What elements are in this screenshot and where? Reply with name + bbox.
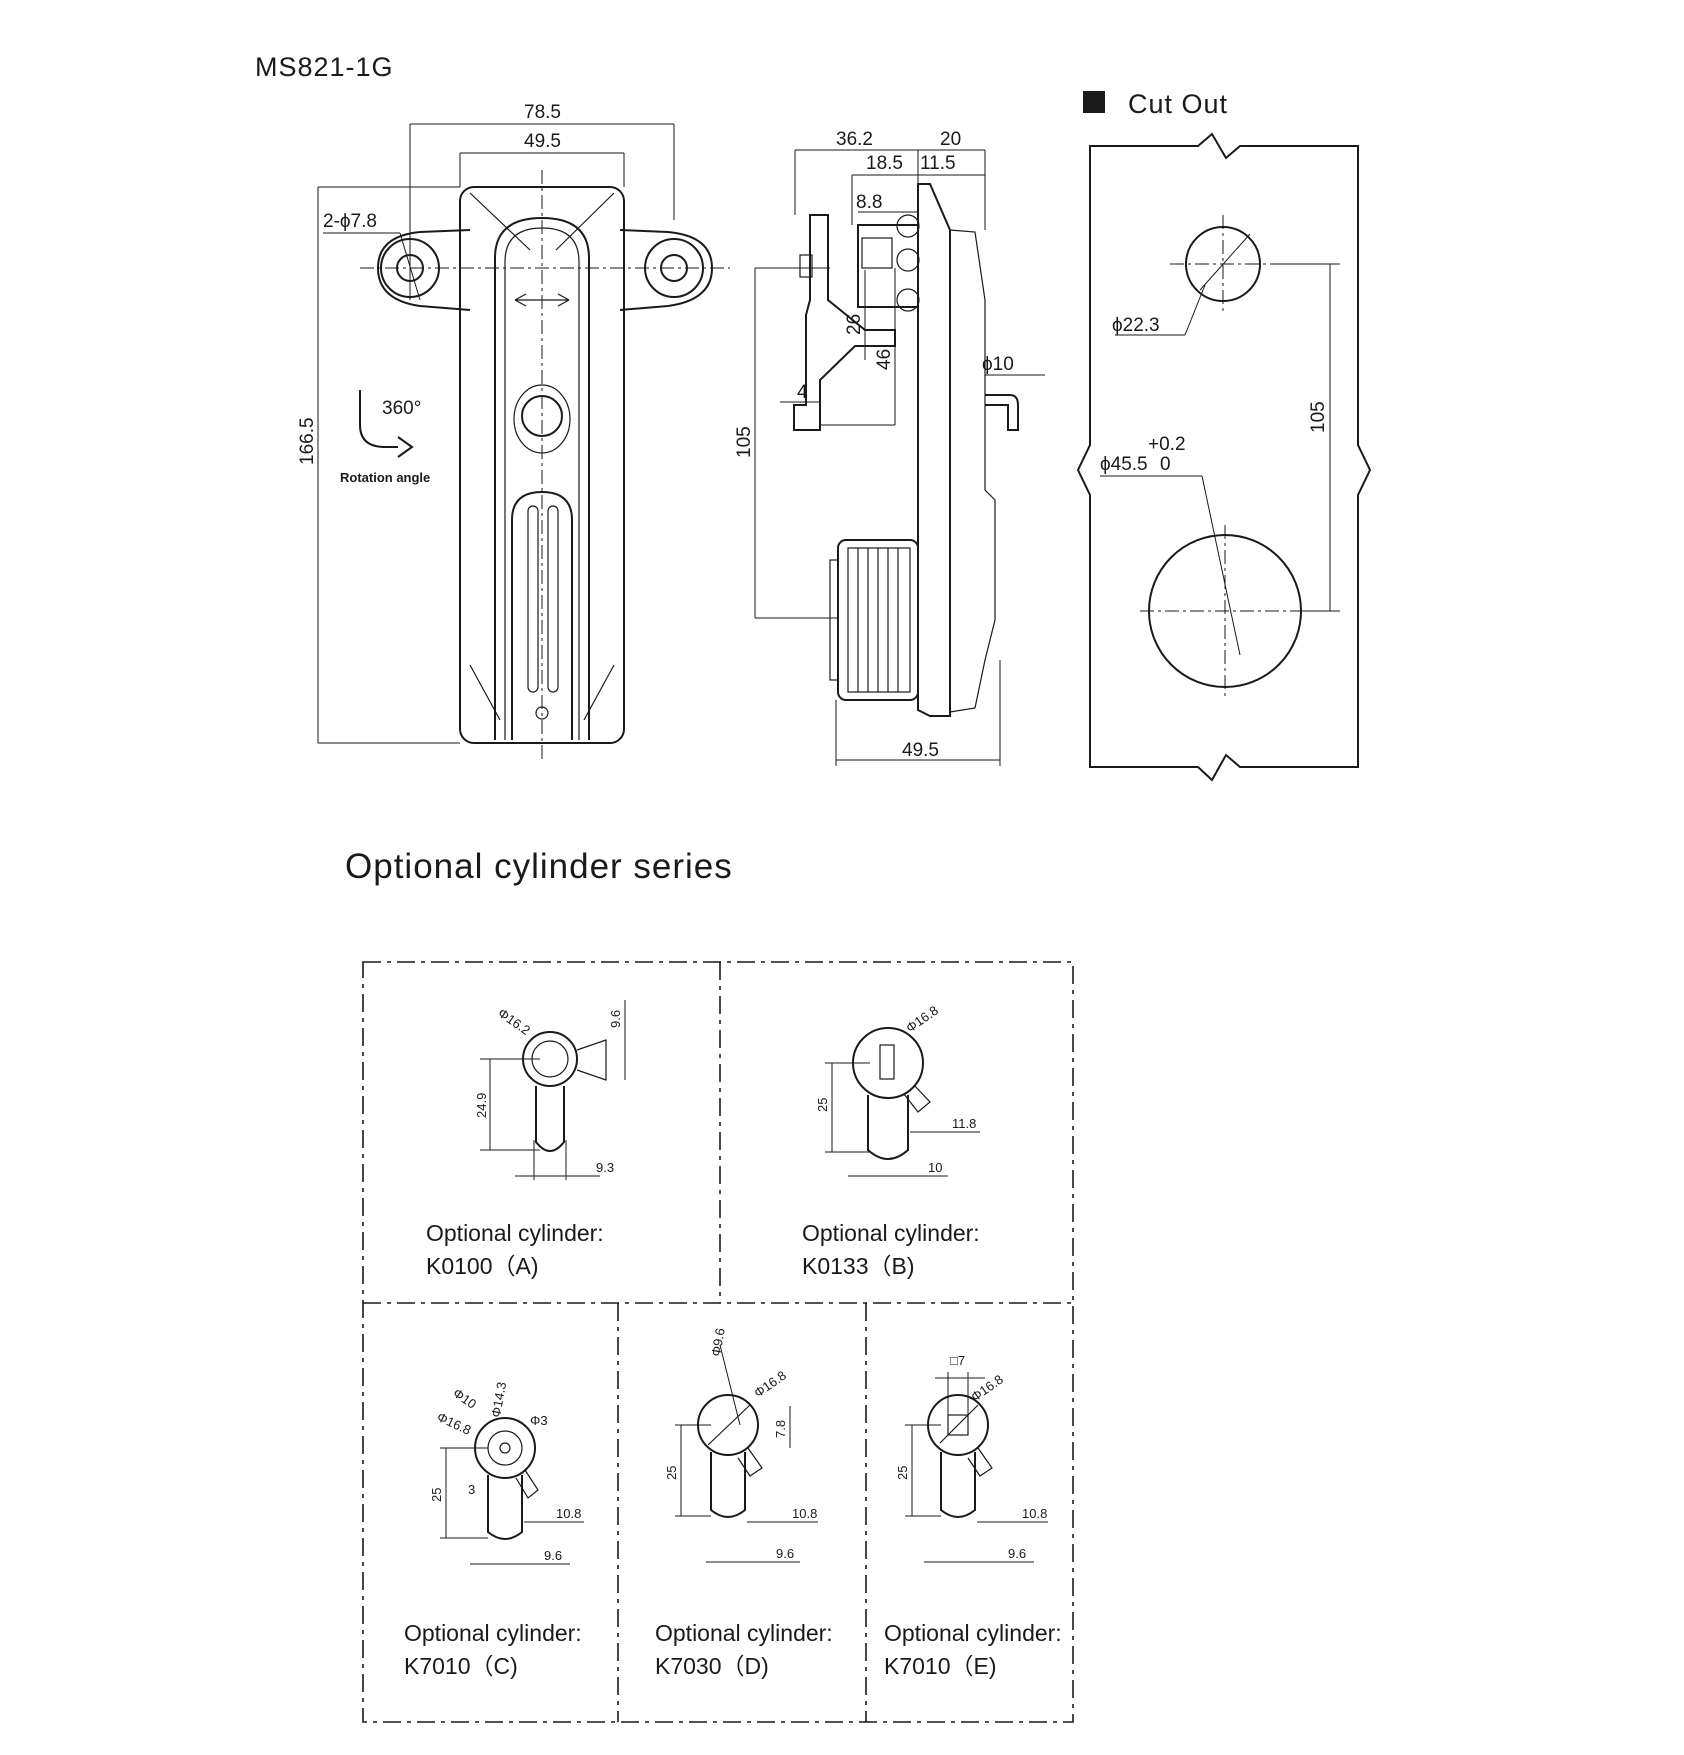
dim-4: 4 xyxy=(797,382,808,403)
cyl-b-dim-b: 25 xyxy=(815,1098,830,1112)
dim-46: 46 xyxy=(874,349,895,370)
dim-11-5: 11.5 xyxy=(920,153,956,174)
grid-border xyxy=(362,961,1074,1723)
cyl-b-dim-c: 11.8 xyxy=(952,1116,976,1131)
latch-bracket xyxy=(793,214,896,431)
cyl-b-dim-a: Φ16.8 xyxy=(903,1003,941,1036)
panel-outline xyxy=(1076,132,1372,782)
dim-cutout-spacing: 105 xyxy=(1308,401,1329,433)
cyl-b-label: Optional cylinder: xyxy=(802,1220,980,1246)
dim-large-hole: ϕ45.5 xyxy=(1100,454,1148,475)
dim-tol-upper: +0.2 xyxy=(1148,434,1186,455)
dim-26: 26 xyxy=(844,314,865,335)
cyl-b-dim-d: 10 xyxy=(928,1160,942,1175)
cyl-c-dim-d: Φ3 xyxy=(530,1413,548,1428)
cyl-c-code: K7010（C) xyxy=(404,1653,518,1679)
dim-width-inner: 49.5 xyxy=(524,131,561,152)
cyl-d-dim-f: 9.6 xyxy=(776,1546,794,1561)
cyl-d-dim-c: 7.8 xyxy=(773,1420,788,1438)
cyl-c-label: Optional cylinder: xyxy=(404,1620,582,1646)
cyl-d-dim-a: Φ9.6 xyxy=(708,1327,728,1358)
dim-small-hole: ϕ22.3 xyxy=(1112,315,1160,336)
dim-tol-lower: 0 xyxy=(1160,454,1171,475)
cylinder-section-title: Optional cylinder series xyxy=(345,847,733,886)
dim-8-8: 8.8 xyxy=(856,192,882,213)
panel-plate xyxy=(917,183,951,717)
pivot-pin xyxy=(985,394,1019,431)
square-bullet-icon xyxy=(1083,91,1105,113)
side-view: 36.2 20 18.5 11.5 8.8 26 46 4 105 ϕ10 49… xyxy=(734,129,1045,766)
cyl-e-dim-b: Φ16.8 xyxy=(968,1372,1006,1405)
cylinder-cell-c: 25 3 10.8 9.6 Φ10 Φ16.8 Φ14.3 Φ3 Optiona… xyxy=(404,1381,584,1679)
cylinder-cell-e: □7 Φ16.8 25 10.8 9.6 Optional cylinder: … xyxy=(884,1353,1062,1679)
cyl-a-code: K0100（A) xyxy=(426,1253,539,1279)
cylinder-cell-d: Φ9.6 Φ16.8 7.8 25 10.8 9.6 Optional cyli… xyxy=(655,1327,833,1679)
cyl-c-dim-c: Φ14.3 xyxy=(488,1381,509,1419)
lever-groove-right xyxy=(547,505,559,693)
dim-18-5: 18.5 xyxy=(866,153,903,174)
cut-out-view: Cut Out ϕ22.3 ϕ45.5 +0.2 0 105 xyxy=(1076,89,1372,782)
cyl-e-code: K7010（E) xyxy=(884,1653,997,1679)
lever xyxy=(511,490,573,740)
lever-groove-left xyxy=(527,505,539,693)
cyl-e-dim-d: 10.8 xyxy=(1022,1506,1047,1521)
cyl-c-dim-e: 25 xyxy=(429,1488,444,1502)
cyl-b-code: K0133（B) xyxy=(802,1253,915,1279)
dim-phi10: ϕ10 xyxy=(982,354,1014,375)
rotation-arrow-icon xyxy=(359,390,398,448)
dim-width-outer: 78.5 xyxy=(524,102,561,123)
cyl-e-dim-a: □7 xyxy=(950,1353,965,1368)
model-title: MS821-1G xyxy=(255,52,394,82)
cylinder-grid xyxy=(362,961,1074,1723)
dim-105: 105 xyxy=(734,426,755,458)
right-mounting-ear xyxy=(619,229,714,311)
cyl-d-dim-b: Φ16.8 xyxy=(751,1368,789,1401)
cyl-c-dim-a: Φ10 xyxy=(450,1385,479,1412)
handle-profile xyxy=(949,229,996,713)
cyl-a-label: Optional cylinder: xyxy=(426,1220,604,1246)
dim-holes: 2-ϕ7.8 xyxy=(323,211,377,232)
cyl-d-dim-d: 25 xyxy=(664,1466,679,1480)
cyl-d-label: Optional cylinder: xyxy=(655,1620,833,1646)
dim-49-5-side: 49.5 xyxy=(902,740,939,761)
cut-out-title: Cut Out xyxy=(1128,89,1228,119)
cyl-e-label: Optional cylinder: xyxy=(884,1620,1062,1646)
cam-block xyxy=(857,224,919,308)
dim-36-2: 36.2 xyxy=(836,129,873,150)
cyl-c-dim-h: 9.6 xyxy=(544,1548,562,1563)
cyl-a-dim-d: 9.3 xyxy=(596,1160,614,1175)
body-bevels xyxy=(469,192,615,721)
cyl-a-dim-b: 9.6 xyxy=(608,1010,623,1028)
dim-20: 20 xyxy=(940,129,961,150)
cyl-d-dim-e: 10.8 xyxy=(792,1506,817,1521)
front-view: 78.5 49.5 2-ϕ7.8 166.5 360° Rotation ang… xyxy=(297,102,730,760)
lock-body xyxy=(459,186,625,744)
cyl-e-dim-c: 25 xyxy=(895,1466,910,1480)
cyl-c-dim-f: 3 xyxy=(468,1482,475,1497)
cyl-a-dim-a: Φ16.2 xyxy=(495,1005,533,1038)
cyl-c-dim-g: 10.8 xyxy=(556,1506,581,1521)
dim-height: 166.5 xyxy=(297,417,318,465)
cyl-e-dim-e: 9.6 xyxy=(1008,1546,1026,1561)
handle-outer xyxy=(494,216,590,740)
rotation-label: Rotation angle xyxy=(340,470,430,485)
cyl-a-dim-c: 24.9 xyxy=(474,1093,489,1118)
rotation-value: 360° xyxy=(382,398,421,419)
cyl-c-dim-b: Φ16.8 xyxy=(435,1409,474,1438)
cyl-d-code: K7030（D) xyxy=(655,1653,769,1679)
cylinder-cell-a: 24.9 9.3 9.6 Φ16.2 Optional cylinder: K0… xyxy=(426,1000,626,1279)
cylinder-cell-b: 25 11.8 10 Φ16.8 Optional cylinder: K013… xyxy=(802,1003,980,1279)
